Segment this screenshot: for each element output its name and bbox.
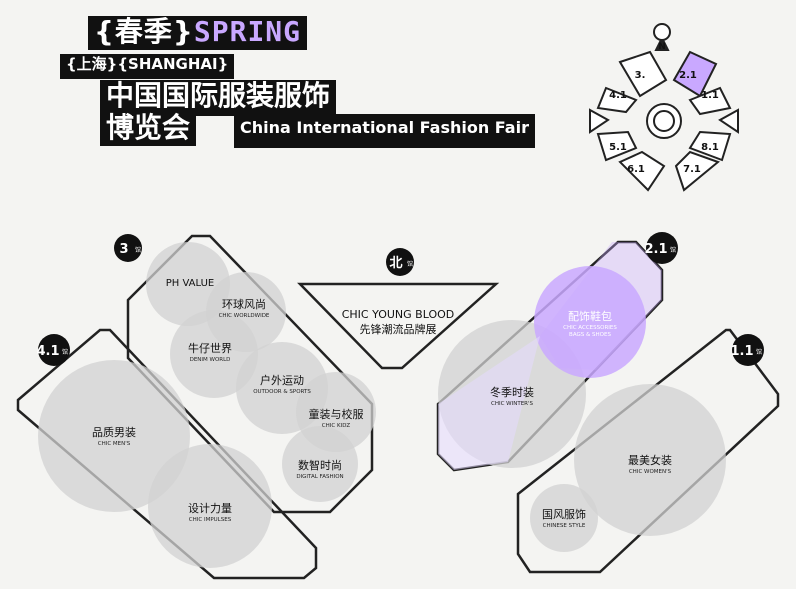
minimap-label-1-1: 1.1 (701, 90, 719, 101)
zone-circle-accessories[interactable] (534, 266, 646, 378)
minimap (589, 23, 739, 192)
zone-mens-label: 品质男装 (92, 426, 136, 439)
hall-badge-3 (114, 234, 142, 262)
hall-badge-4-1 (38, 334, 70, 366)
zone-chinese-label: 国风服饰 (542, 507, 586, 521)
zone-worldwide-label: 环球风尚 (222, 297, 266, 311)
minimap-hall-7-1[interactable] (674, 150, 720, 192)
hall-badge-north (386, 248, 414, 276)
minimap-hall-1-1[interactable] (688, 86, 732, 116)
zone-mens-sub: CHIC MEN'S (98, 441, 131, 447)
minimap-label-3: 3. (635, 70, 646, 81)
minimap-label-7-1: 7.1 (683, 164, 701, 175)
hall-badge-1-1-unit: 馆 (756, 348, 762, 356)
compass-icon (653, 23, 671, 41)
zone-young-blood-cn: 先锋潮流品牌展 (360, 322, 437, 336)
hall-badges: 3 馆 4.1 馆 北 馆 2.1 馆 1.1 馆 (36, 232, 764, 366)
minimap-label-6-1: 6.1 (627, 164, 645, 175)
zone-outdoor-label: 户外运动 (260, 373, 304, 387)
zone-digital-label: 数智时尚 (298, 458, 342, 472)
zone-circles (38, 242, 726, 568)
zone-labels: PH VALUE 环球风尚 CHIC WORLDWIDE 牛仔世界 DENIM … (92, 278, 672, 529)
zone-accessories-sub-2: BAGS & SHOES (569, 332, 611, 338)
hall-badge-3-unit: 馆 (135, 246, 141, 254)
north-arrow-icon (654, 35, 670, 51)
minimap-hall-3[interactable] (618, 50, 668, 98)
zone-chinese-sub: CHINESE STYLE (543, 523, 586, 529)
zone-circle-mens[interactable] (38, 360, 190, 512)
zone-circle-womens[interactable] (574, 384, 726, 536)
zone-digital-sub: DIGITAL FASHION (296, 474, 343, 480)
minimap-label-2-1: 2.1 (679, 70, 697, 81)
minimap-north-label: N (658, 42, 666, 52)
zone-impulses-label: 设计力量 (188, 502, 232, 515)
zone-winters-label: 冬季时装 (490, 385, 534, 399)
zone-circle-chinese[interactable] (530, 484, 598, 552)
hall-badge-2-1-unit: 馆 (670, 246, 676, 254)
zone-womens-label: 最美女装 (628, 453, 672, 467)
zone-womens-sub: CHIC WOMEN'S (629, 469, 672, 475)
minimap-label-4-1: 4.1 (609, 90, 627, 101)
zone-worldwide-sub: CHIC WORLDWIDE (219, 313, 270, 319)
zone-accessories-sub-1: CHIC ACCESSORIES (563, 325, 617, 331)
hall-north-outline[interactable] (297, 282, 500, 370)
hall-badge-north-unit: 馆 (407, 260, 413, 268)
zone-denim-label: 牛仔世界 (188, 341, 232, 355)
hall-badge-1-1 (732, 334, 764, 366)
title-season-en: SPRING (193, 15, 302, 48)
hall-badge-2-1-label: 2.1 (644, 242, 667, 257)
title-fair-en: China International Fashion Fair (234, 114, 535, 148)
hall-badge-3-label: 3 (119, 242, 128, 257)
title-fair-cn-2: 博览会 (100, 112, 197, 146)
minimap-labels: N 3. 2.1 4.1 1.1 5.1 8.1 6.1 7.1 (609, 42, 719, 175)
minimap-hall-4-1[interactable] (596, 86, 638, 114)
minimap-hall-2-1[interactable] (672, 50, 718, 98)
title-fair-cn-1: 中国国际服装服饰 (100, 80, 337, 116)
minimap-label-5-1: 5.1 (609, 142, 627, 153)
zone-young-blood-en: CHIC YOUNG BLOOD (342, 308, 455, 321)
minimap-hall-8-1[interactable] (688, 130, 732, 162)
zone-circle-impulses[interactable] (148, 444, 272, 568)
title-season: {春季}SPRING (88, 15, 308, 50)
zone-winters-sub: CHIC WINTER'S (491, 401, 534, 407)
minimap-hall-5-1[interactable] (596, 130, 638, 162)
zone-outdoor-sub: OUTDOOR & SPORTS (253, 389, 311, 395)
zone-circle-digital[interactable] (282, 426, 358, 502)
minimap-label-8-1: 8.1 (701, 142, 719, 153)
zone-circle-denim[interactable] (170, 310, 258, 398)
title-city: {上海}{SHANGHAI} (60, 54, 235, 79)
hall-badge-4-1-label: 4.1 (36, 344, 59, 359)
hall-badge-2-1 (646, 232, 678, 264)
minimap-hall-6-1[interactable] (618, 150, 666, 192)
zone-kidz-label: 童装与校服 (309, 407, 364, 421)
hall-badge-4-1-unit: 馆 (62, 348, 68, 356)
zone-kidz-sub: CHIC KIDZ (322, 423, 351, 429)
hall-badge-1-1-label: 1.1 (730, 344, 753, 359)
zone-ph-value-label: PH VALUE (166, 278, 214, 289)
hall-2-1-highlight (540, 242, 662, 370)
title-season-cn: {春季} (94, 15, 194, 48)
hall-badge-north-label: 北 (389, 256, 402, 271)
zone-impulses-sub: CHIC IMPULSES (189, 517, 232, 523)
hall-2-1-lower-fill (438, 336, 540, 470)
zone-denim-sub: DENIM WORLD (190, 357, 231, 363)
zone-accessories-label: 配饰鞋包 (568, 309, 612, 323)
